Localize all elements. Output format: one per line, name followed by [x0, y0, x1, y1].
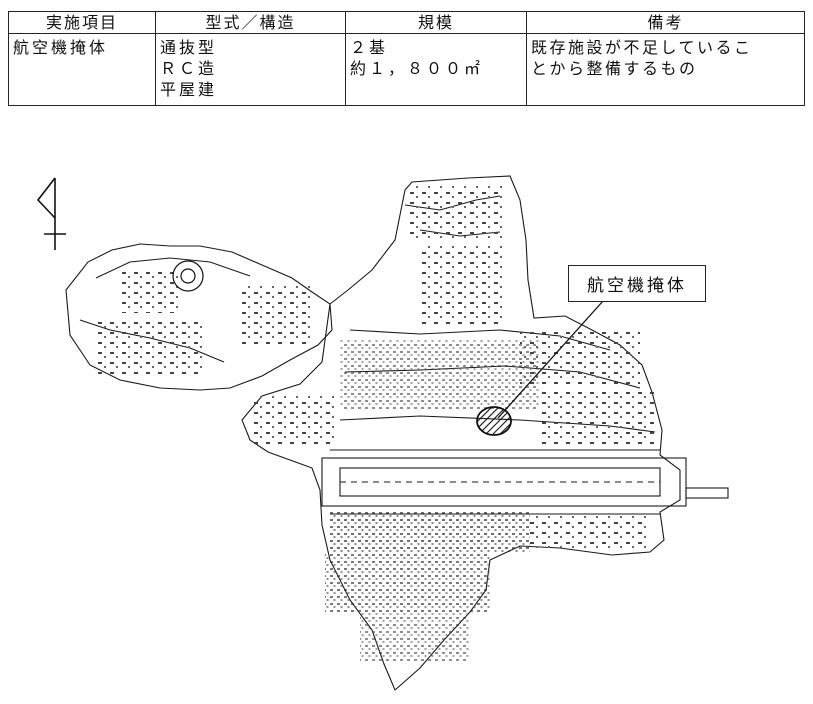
reservoir-icon [172, 260, 204, 292]
facility-spec-table: 実施項目 型式／構造 規模 備考 航空機掩体 通抜型 ＲＣ造 平屋建 ２基 約１… [8, 11, 805, 106]
callout-leader-line [497, 300, 604, 419]
north-arrow-icon [36, 177, 66, 250]
building-clusters [95, 185, 655, 662]
hangar-callout-label: 航空機掩体 [568, 265, 706, 302]
table-row: 航空機掩体 通抜型 ＲＣ造 平屋建 ２基 約１，８００㎡ 既存施設が不足している… [8, 33, 805, 106]
runway [321, 449, 729, 515]
cell-item: 航空機掩体 [8, 33, 156, 106]
cell-scale: ２基 約１，８００㎡ [345, 33, 527, 106]
cell-note: 既存施設が不足しているこ とから整備するもの [526, 33, 805, 106]
hangar-site-marker [476, 406, 512, 436]
cell-structure: 通抜型 ＲＣ造 平屋建 [155, 33, 346, 106]
